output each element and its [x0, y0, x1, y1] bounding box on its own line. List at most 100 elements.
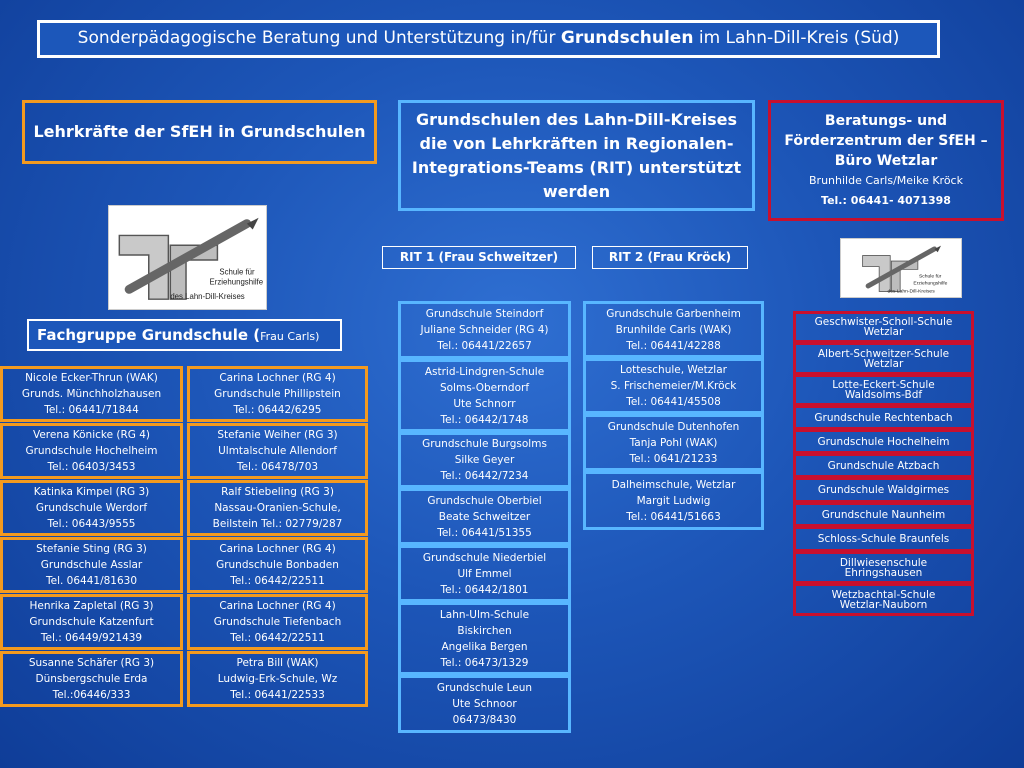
bfz-school-card-1-line-2: Wetzlar: [863, 326, 904, 338]
rit2-label: RIT 2 (Frau Kröck): [592, 246, 748, 269]
teacher-card-col1-2: Verena Könicke (RG 4)Grundschule Hochelh…: [0, 423, 183, 479]
page-title-box: Sonderpädagogische Beratung und Unterstü…: [37, 20, 940, 58]
rit2-school-card-2-line-3: Tel.: 06441/45508: [626, 396, 721, 408]
teacher-card-col1-4-line-1: Stefanie Sting (RG 3): [36, 543, 147, 555]
bfz-school-card-9: Schloss-Schule Braunfels: [793, 526, 974, 552]
rit2-school-card-1-line-2: Brunhilde Carls (WAK): [615, 323, 732, 336]
rit1-school-card-6-line-3: Angelika Bergen: [441, 640, 528, 653]
teacher-card-col2-5-line-2: Grundschule Tiefenbach: [213, 616, 342, 628]
teacher-card-col1-6: Susanne Schäfer (RG 3)Dünsbergschule Erd…: [0, 651, 183, 707]
teacher-card-col1-5-line-1: Henrika Zapletal (RG 3): [29, 600, 154, 612]
teacher-card-col2-6: Petra Bill (WAK) Ludwig-Erk-Schule, Wz Tel…: [187, 651, 368, 707]
rit1-school-card-5-line-1: Grundschule Niederbiel: [422, 551, 547, 564]
fachgruppe-small: Frau Carls): [260, 330, 320, 343]
teacher-card-col1-4-line-3: Tel. 06441/81630: [45, 575, 138, 587]
rit2-school-card-3-line-1: Grundschule Dutenhofen: [607, 420, 740, 433]
bfz-school-card-8-line-1: Grundschule Naunheim: [821, 508, 946, 521]
rit1-school-card-6-line-4: Tel.: 06473/1329: [440, 656, 529, 669]
logo-small-text-2: Erziehungshilfe: [913, 280, 947, 286]
rit1-label: RIT 1 (Frau Schweitzer): [382, 246, 576, 269]
rit1-school-card-5-line-2: Ulf Emmel: [457, 567, 512, 580]
bfz-school-card-4-line-1: Grundschule Rechtenbach: [814, 411, 953, 424]
logo-text-3: des Lahn-Dill-Kreises: [170, 292, 244, 301]
teacher-card-col1-2-line-1: Verena Könicke (RG 4): [32, 429, 151, 441]
teacher-card-col2-6-line-3: Tel.: 06441/22533: [230, 689, 325, 701]
teacher-card-col2-4: Carina Lochner (RG 4)Grundschule Bonbade…: [187, 537, 368, 593]
title-prefix: Sonderpädagogische Beratung und Unterstü…: [77, 28, 561, 48]
rit2-school-card-1-line-1: Grundschule Garbenheim: [606, 307, 741, 320]
title-bold: Grundschulen: [560, 28, 694, 48]
header-bfz: Beratungs- und Förderzentrum der SfEH – …: [768, 100, 1004, 221]
fachgruppe-label: Fachgruppe Grundschule (Frau Carls): [27, 319, 342, 351]
header-teachers: Lehrkräfte der SfEH in Grundschulen: [22, 100, 377, 164]
teacher-card-col1-5-line-3: Tel.: 06449/921439: [40, 632, 143, 644]
school-logo-small: Schule für Erziehungshilfe des Lahn-Dill…: [840, 238, 962, 298]
bfz-school-card-6-line-1: Grundschule Atzbach: [827, 459, 940, 472]
teacher-card-col1-1-line-2: Grunds. Münchholzhausen: [21, 388, 162, 400]
teacher-card-col1-1-line-3: Tel.: 06441/71844: [44, 404, 139, 416]
header-teachers-label: Lehrkräfte der SfEH in Grundschulen: [33, 122, 366, 141]
pencil-logo-icon: Schule für Erziehungshilfe des Lahn-Dill…: [118, 217, 263, 301]
header-rit-schools-label: Grundschulen des Lahn-Dill-Kreises die v…: [411, 109, 742, 201]
logo-small-text-3: des Lahn-Dill-Kreises: [887, 289, 935, 295]
bfz-school-card-2-line-1: Albert-Schweitzer-Schule: [817, 347, 950, 360]
teacher-card-col1-1: Nicole Ecker-Thrun (WAK)Grunds. Münchhol…: [0, 366, 183, 422]
teacher-card-col2-2-line-1: Stefanie Weiher (RG 3): [217, 429, 338, 441]
teacher-card-col1-5: Henrika Zapletal (RG 3)Grundschule Katze…: [0, 594, 183, 650]
bfz-school-card-10-line-1: Dillwiesenschule: [839, 556, 928, 569]
bfz-school-card-7-line-1: Grundschule Waldgirmes: [817, 484, 950, 496]
rit1-school-card-3-line-3: Tel.: 06442/7234: [440, 470, 529, 482]
teacher-card-col2-6-line-2: Ludwig-Erk-Schule, Wz: [217, 673, 338, 685]
teacher-card-col2-3: Ralf Stiebeling (RG 3) Nassau-Oranien-Sch…: [187, 480, 368, 536]
teacher-card-col2-6-line-1: Petra Bill (WAK): [236, 657, 319, 669]
rit1-school-card-5-line-3: Tel.: 06442/1801: [440, 583, 529, 596]
rit2-school-card-4-line-3: Tel.: 06441/51663: [626, 510, 721, 523]
teacher-card-col2-2-line-2: Ulmtalschule Allendorf: [218, 445, 337, 457]
bfz-school-card-2-line-2: Wetzlar: [863, 357, 904, 370]
header-bfz-phone: Tel.: 06441- 4071398: [821, 193, 951, 207]
teacher-card-col2-5: Carina Lochner (RG 4)Grundschule Tiefenb…: [187, 594, 368, 650]
teacher-card-col2-4-line-3: Tel.: 06442/22511: [230, 575, 325, 587]
rit1-school-card-2-line-2: Solms-Oberndorf: [439, 381, 530, 394]
fachgruppe-text: Fachgruppe Grundschule (: [37, 326, 261, 344]
header-rit-schools: Grundschulen des Lahn-Dill-Kreises die v…: [398, 100, 755, 211]
teacher-card-col2-3-line-2: Nassau-Oranien-Schule,: [214, 502, 341, 514]
school-logo-large: Schule für Erziehungshilfe des Lahn-Dill…: [108, 205, 267, 310]
teacher-card-col2-1-line-2: Grundschule Phillipstein: [214, 388, 341, 400]
rit1-school-card-3-line-2: Silke Geyer: [454, 454, 515, 466]
rit2-school-card-4-line-1: Dalheimschule, Wetzlar: [611, 478, 736, 491]
logo-text-1: Schule für: [219, 268, 255, 277]
rit1-school-card-2-line-1: Astrid-Lindgren-Schule: [424, 365, 545, 378]
teacher-card-col2-3-line-3: Beilstein Tel.: 02779/287: [212, 518, 343, 530]
bfz-school-card-11-line-2: Wetzlar-Nauborn: [839, 598, 928, 611]
teacher-card-col1-3-line-1: Katinka Kimpel (RG 3): [33, 486, 150, 498]
teacher-card-col1-3-line-3: Tel.: 06443/9555: [47, 518, 136, 530]
header-bfz-title: Beratungs- und Förderzentrum der SfEH – …: [784, 112, 988, 169]
bfz-school-card-8: Grundschule Naunheim: [793, 502, 974, 527]
teacher-card-col2-4-line-1: Carina Lochner (RG 4): [219, 543, 336, 555]
bfz-school-card-7: Grundschule Waldgirmes: [793, 477, 974, 503]
page-title: Sonderpädagogische Beratung und Unterstü…: [40, 23, 937, 55]
rit1-school-card-7-line-2: Ute Schnoor: [452, 698, 517, 710]
rit2-school-card-2-line-2: S. Frischemeier/M.Kröck: [610, 380, 737, 392]
teacher-card-col2-3-line-1: Ralf Stiebeling (RG 3): [221, 486, 334, 498]
rit1-school-card-1-line-3: Tel.: 06441/22657: [437, 340, 532, 352]
pencil-logo-small-icon: Schule für Erziehungshilfe des Lahn-Dill…: [862, 245, 948, 295]
rit1-school-card-6-line-2: Biskirchen: [457, 624, 512, 637]
rit1-school-card-3-line-1: Grundschule Burgsolms: [422, 438, 547, 450]
rit1-school-card-1-line-2: Juliane Schneider (RG 4): [420, 324, 549, 336]
